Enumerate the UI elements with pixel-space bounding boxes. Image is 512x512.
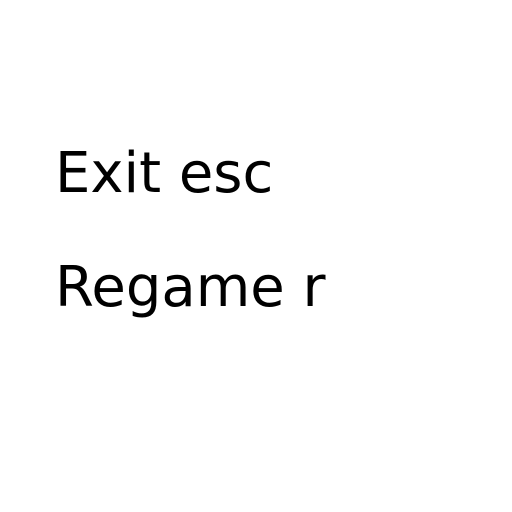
exit-option[interactable]: Exit esc (55, 141, 274, 206)
regame-option[interactable]: Regame r (55, 255, 326, 320)
